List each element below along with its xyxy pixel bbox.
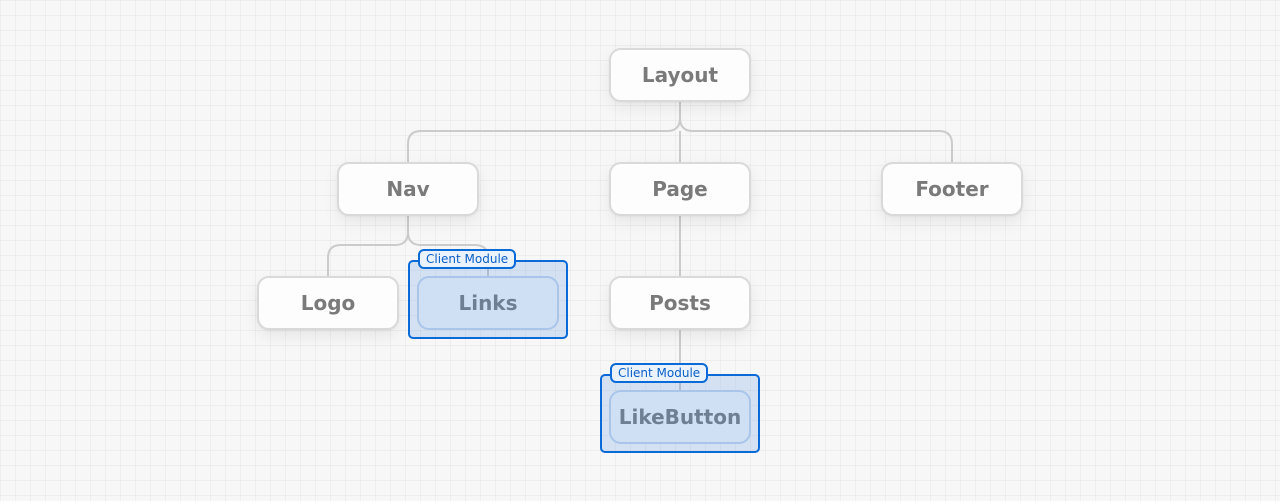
node-nav: Nav [337,162,479,216]
node-logo-label: Logo [300,291,356,315]
node-page: Page [609,162,751,216]
node-posts: Posts [609,276,751,330]
client-module-badge: Client Module [610,363,709,383]
node-footer: Footer [881,162,1023,216]
client-module-badge: Client Module [418,249,517,269]
node-layout: Layout [609,48,751,102]
node-likebutton: LikeButton [609,390,751,444]
node-links-label: Links [458,291,518,315]
node-logo: Logo [257,276,399,330]
node-nav-label: Nav [386,177,430,201]
client-module-likebutton: LikeButton [600,374,760,453]
node-layout-label: Layout [641,63,719,87]
connector-layout-children [407,101,953,163]
node-page-label: Page [652,177,708,201]
node-footer-label: Footer [915,177,989,201]
node-likebutton-label: LikeButton [618,405,742,429]
client-module-links: Links [408,260,568,339]
node-links: Links [417,276,559,330]
node-posts-label: Posts [649,291,711,315]
